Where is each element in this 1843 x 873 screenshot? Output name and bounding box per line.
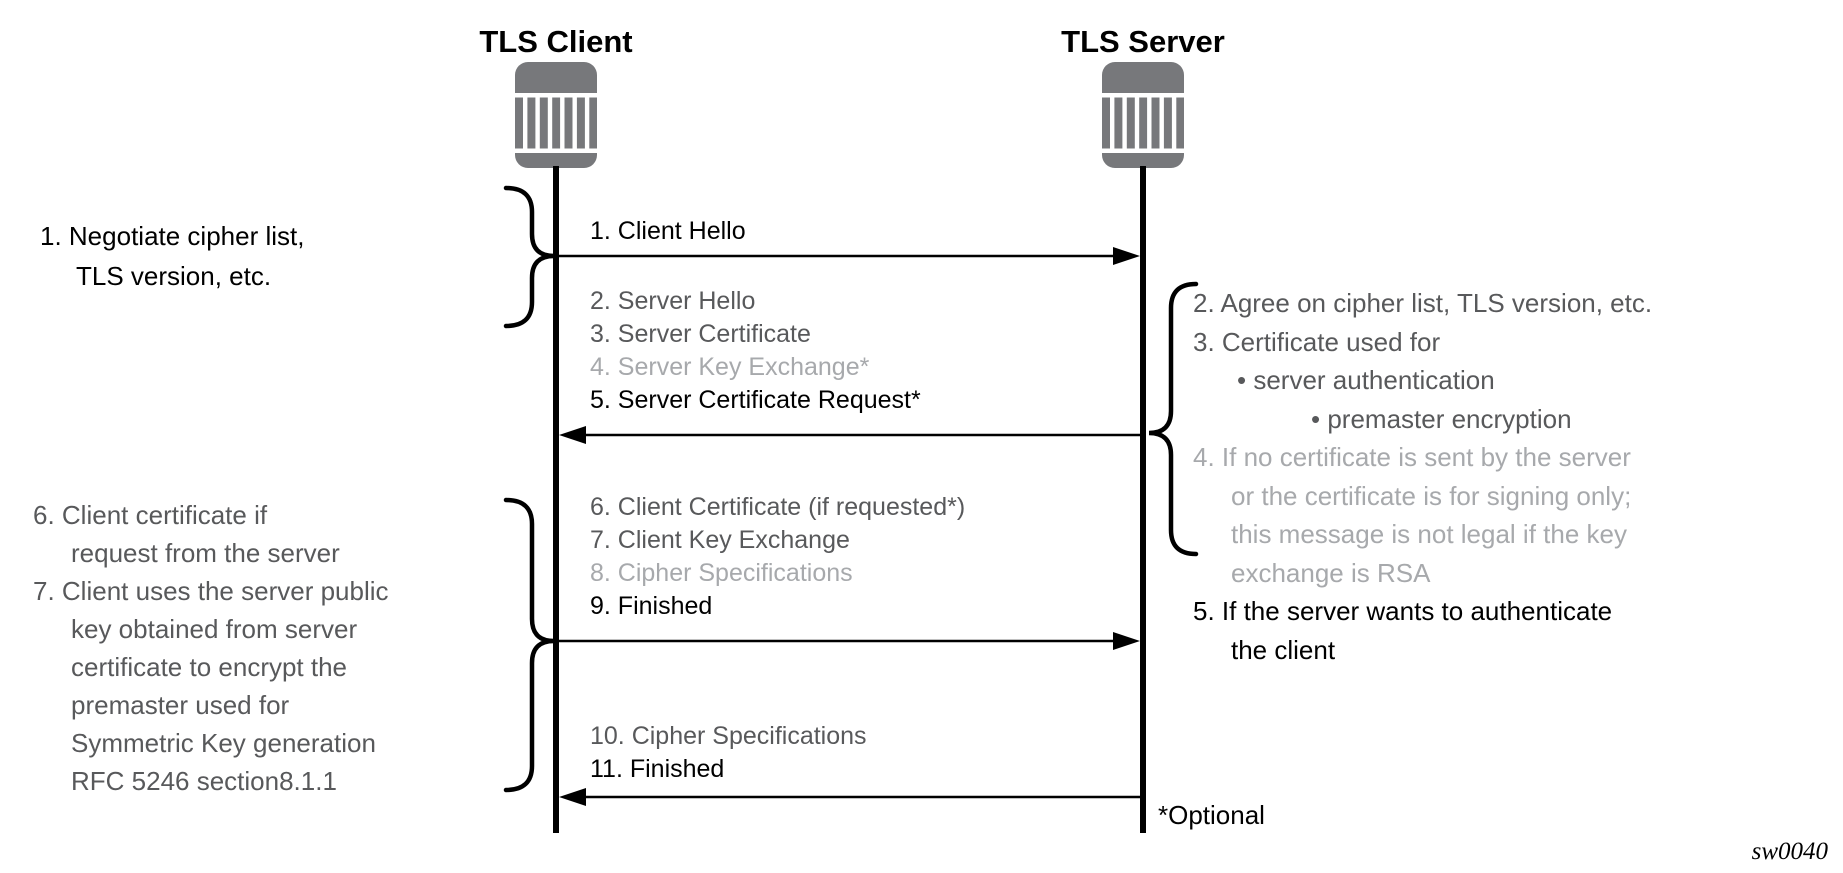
server-notes-brace <box>1148 281 1199 557</box>
note-line: 3. Certificate used for <box>1193 326 1441 357</box>
server-title: TLS Server <box>1061 24 1225 59</box>
note-line: premaster used for <box>71 690 290 720</box>
message-label: 1. Client Hello <box>590 217 746 245</box>
note-line: certificate to encrypt the <box>71 652 348 682</box>
note-line: request from the server <box>71 538 340 568</box>
client-note-67-brace <box>503 497 555 793</box>
note-line: • premaster encryption <box>1311 403 1572 434</box>
server-device-icon <box>1102 62 1184 168</box>
note-line: Symmetric Key generation <box>71 728 376 758</box>
arrow-client-finished <box>559 632 1140 650</box>
note-line: TLS version, etc. <box>76 261 272 291</box>
arrow-server-finished <box>559 788 1140 806</box>
note-line: key obtained from server <box>71 614 358 644</box>
client-note-1: 1. Negotiate cipher list, TLS version, e… <box>40 216 304 296</box>
client-title: TLS Client <box>479 24 633 59</box>
note-line: or the certificate is for signing only; <box>1231 480 1632 511</box>
message-group-4: 10. Cipher Specifications 11. Finished <box>590 720 867 786</box>
message-label: 11. Finished <box>590 755 725 783</box>
server-notes: 2. Agree on cipher list, TLS version, et… <box>1193 284 1652 669</box>
message-label: 5. Server Certificate Request* <box>590 386 921 414</box>
note-line: 2. Agree on cipher list, TLS version, et… <box>1193 288 1653 318</box>
arrow-server-hello <box>559 426 1140 444</box>
message-group-2: 2. Server Hello 3. Server Certificate 4.… <box>590 285 921 417</box>
message-label: 7. Client Key Exchange <box>590 526 850 554</box>
note-line: 6. Client certificate if <box>33 500 268 530</box>
figure-id: sw0040 <box>1751 838 1828 865</box>
message-label: 10. Cipher Specifications <box>590 722 867 750</box>
optional-footnote: *Optional <box>1158 800 1265 830</box>
note-line: the client <box>1231 634 1336 665</box>
client-note-6-7: 6. Client certificate if request from th… <box>33 496 389 800</box>
note-line: 4. If no certificate is sent by the serv… <box>1193 442 1631 472</box>
message-label: 2. Server Hello <box>590 287 756 315</box>
note-line: 1. Negotiate cipher list, <box>40 221 305 251</box>
message-group-1: 1. Client Hello <box>590 215 746 248</box>
message-label: 8. Cipher Specifications <box>590 559 853 587</box>
note-line: this message is not legal if the key <box>1231 519 1627 549</box>
message-label: 9. Finished <box>590 592 713 620</box>
message-label: 3. Server Certificate <box>590 320 811 348</box>
client-device-icon <box>515 62 597 168</box>
note-line: RFC 5246 section8.1.1 <box>71 766 337 796</box>
message-label: 6. Client Certificate (if requested*) <box>590 493 966 521</box>
note-line: • server authentication <box>1237 365 1495 395</box>
client-note-1-brace <box>503 185 555 329</box>
note-line: exchange is RSA <box>1231 557 1431 588</box>
message-group-3: 6. Client Certificate (if requested*) 7.… <box>590 491 965 623</box>
note-line: 5. If the server wants to authenticate <box>1193 596 1613 626</box>
message-label: 4. Server Key Exchange* <box>590 353 870 381</box>
note-line: 7. Client uses the server public <box>33 576 389 606</box>
arrow-client-hello <box>559 247 1140 265</box>
